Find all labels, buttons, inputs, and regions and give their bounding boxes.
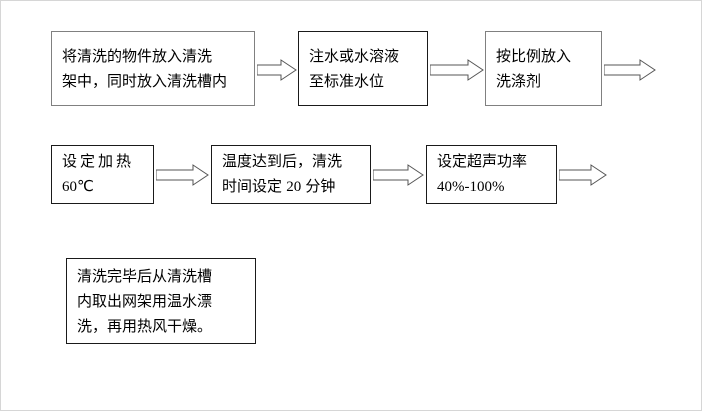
cleaning-time-value: 20	[286, 179, 302, 195]
process-node-7-line-1: 清洗完毕后从清洗槽	[77, 267, 213, 285]
process-node-4[interactable]: 设定加热 60℃	[51, 145, 154, 204]
process-node-7-line-3: 洗，再用热风干燥。	[77, 317, 213, 335]
process-node-5[interactable]: 温度达到后，清洗 时间设定 20 分钟	[211, 145, 371, 204]
heating-temperature-unit: ℃	[77, 178, 94, 195]
block-arrow-right-icon	[604, 59, 656, 81]
cleaning-time-suffix: 分钟	[305, 178, 336, 195]
process-node-2[interactable]: 注水或水溶液 至标准水位	[298, 31, 428, 106]
process-node-4-line-2: 60℃	[52, 174, 153, 200]
process-node-7-line-2: 内取出网架用温水漂	[77, 292, 213, 310]
process-node-1-line-2: 架中，同时放入清洗槽内	[62, 72, 228, 90]
process-node-3-line-1: 按比例放入	[496, 47, 572, 65]
block-arrow-right-icon	[156, 164, 209, 186]
process-node-6-line-2: 40%-100%	[427, 174, 556, 200]
process-node-6[interactable]: 设定超声功率 40%-100%	[426, 145, 557, 204]
process-node-4-line-1: 设定加热	[62, 153, 135, 170]
block-arrow-right-icon	[257, 59, 297, 81]
block-arrow-right-icon	[559, 164, 607, 186]
ultrasonic-power-value: 40%-100%	[437, 179, 505, 195]
process-node-5-line-2: 时间设定 20 分钟	[212, 174, 370, 200]
process-node-3-line-2: 洗涤剂	[496, 72, 542, 90]
block-arrow-right-icon	[373, 164, 424, 186]
process-node-2-line-2: 至标准水位	[309, 72, 385, 90]
cleaning-time-prefix: 时间设定	[222, 178, 283, 195]
process-node-6-line-1: 设定超声功率	[437, 153, 528, 170]
process-node-5-line-1: 温度达到后，清洗	[222, 153, 343, 170]
process-node-1[interactable]: 将清洗的物件放入清洗 架中，同时放入清洗槽内	[51, 31, 255, 106]
process-node-1-line-1: 将清洗的物件放入清洗	[62, 47, 213, 65]
process-node-7[interactable]: 清洗完毕后从清洗槽 内取出网架用温水漂 洗，再用热风干燥。	[66, 258, 256, 344]
heating-temperature-value: 60	[62, 179, 77, 195]
process-node-2-line-1: 注水或水溶液	[309, 47, 400, 65]
process-node-3[interactable]: 按比例放入 洗涤剂	[485, 31, 602, 106]
block-arrow-right-icon	[430, 59, 484, 81]
